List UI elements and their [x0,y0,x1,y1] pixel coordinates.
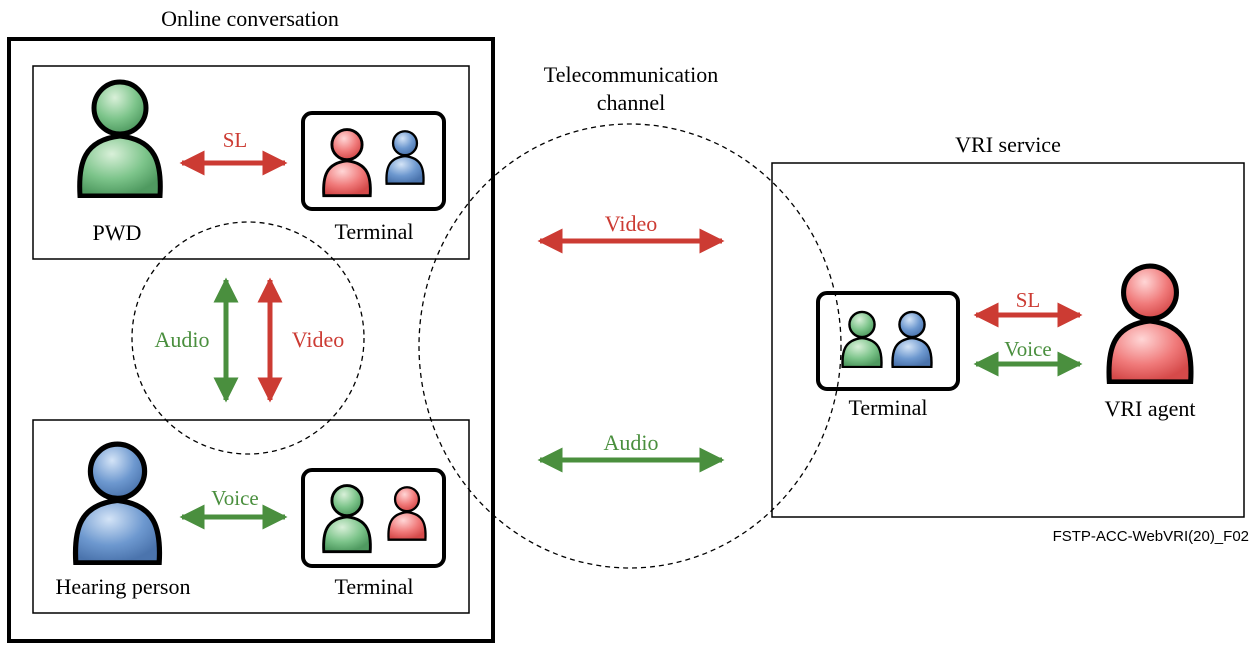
local-video-label: Video [292,327,344,352]
vri-terminal-label: Terminal [848,395,927,420]
pwd-box [32,65,470,260]
channel-audio-label: Audio [604,430,659,455]
vri-service-box [771,162,1245,518]
vri-agent-icon [1109,266,1191,382]
vri-sl-label: SL [1016,288,1041,312]
hearing-voice-label: Voice [211,486,258,510]
hearing-terminal-red-person-icon [387,486,427,541]
pwd-sl-label: SL [223,128,248,152]
pwd-label: PWD [93,220,142,245]
pwd-terminal-red-person-icon [321,127,373,198]
hearing-terminal-box [301,468,446,568]
channel-circle [418,123,842,569]
pwd-person-icon [80,82,161,196]
local-media-circle [131,221,365,455]
vri-service-title: VRI service [955,132,1061,157]
vri-terminal-blue-person-icon [891,310,933,368]
hearing-person-icon [75,444,159,563]
channel-title-line2: channel [597,90,665,115]
pwd-terminal-label: Terminal [334,219,413,244]
hearing-person-label: Hearing person [55,574,190,599]
channel-title-line1: Telecommunication [544,62,718,87]
hearing-box [32,419,470,614]
pwd-terminal-blue-person-icon [385,130,425,185]
vri-agent-label: VRI agent [1104,396,1195,421]
vri-terminal-box [816,291,960,391]
local-audio-label: Audio [155,327,210,352]
vri-terminal-green-person-icon [841,310,883,368]
figure-code: FSTP-ACC-WebVRI(20)_F02 [1053,528,1249,545]
online-conversation-frame [7,37,495,643]
hearing-terminal-green-person-icon [321,483,373,554]
hearing-terminal-label: Terminal [334,574,413,599]
vri-voice-label: Voice [1004,337,1051,361]
pwd-terminal-box [301,111,446,211]
online-conversation-title: Online conversation [161,6,339,31]
channel-video-label: Video [605,211,657,236]
